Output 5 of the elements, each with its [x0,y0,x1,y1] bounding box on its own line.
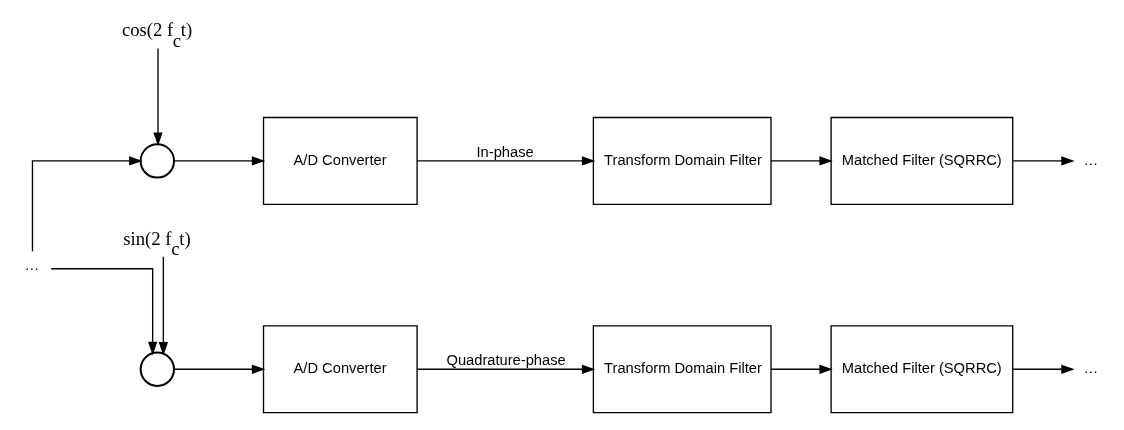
edge-label: In-phase [476,143,534,160]
edge-label: Quadrature-phase [446,351,566,368]
node-text: … [1083,359,1099,376]
node-text: … [1083,151,1099,168]
node-text: … [24,257,40,274]
